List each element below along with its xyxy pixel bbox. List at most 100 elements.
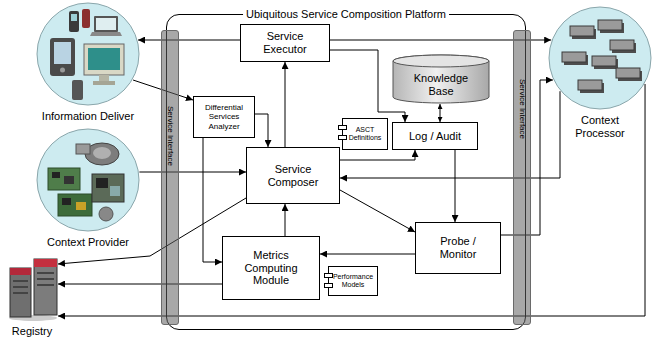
sensor-icon: [99, 207, 113, 221]
connector: [58, 84, 645, 316]
sensor-lens: [93, 147, 111, 159]
node-label: Information Deliver: [23, 110, 153, 123]
laptop-screen: [96, 18, 116, 30]
connector: [285, 62, 286, 147]
phone-screen: [71, 14, 77, 21]
connector: [340, 150, 415, 160]
illustration: [562, 20, 642, 93]
phone-icon: [72, 80, 83, 100]
node-label: Log / Audit: [409, 130, 461, 143]
circle-shape: [36, 2, 140, 106]
processor-chip: [598, 20, 622, 30]
laptop-base: [90, 32, 122, 36]
processor-chip: [592, 56, 616, 66]
chip-icon: [110, 186, 120, 196]
module-box: Service Composer: [246, 147, 340, 204]
server-tower: [34, 259, 57, 315]
connector: [285, 204, 286, 236]
connector: [455, 150, 456, 222]
illustration: [48, 143, 124, 221]
processor-chip: [562, 52, 586, 62]
drive-slot: [37, 272, 54, 274]
connector: [203, 138, 222, 262]
component-tab: [338, 135, 347, 140]
processor-chip: [616, 68, 640, 78]
node-label: Performance Models: [331, 273, 375, 289]
component-box: ASCT Definitions: [342, 118, 388, 150]
component-tab: [338, 125, 347, 130]
server-top: [10, 268, 31, 275]
monitor-stand: [99, 75, 109, 81]
component-tab: [324, 273, 333, 278]
node-label: Context Provider: [23, 236, 153, 249]
band-label: Service Interface: [165, 106, 175, 166]
circle-outline: [549, 7, 651, 109]
circle-outline: [37, 3, 139, 105]
monitor-screen: [88, 48, 120, 70]
node-label: Knowledge Base: [406, 72, 476, 97]
circuit-board: [92, 174, 124, 202]
module-box: Log / Audit: [392, 122, 478, 150]
pda-button: [60, 68, 65, 73]
drive-slot: [13, 292, 28, 294]
circle-outline: [37, 129, 139, 231]
interface-band: Service Interface: [161, 30, 179, 325]
node-label: Service Composer: [258, 163, 328, 188]
module-box: Service Executor: [240, 24, 330, 62]
chip-icon: [96, 178, 108, 188]
server-icon: Registry: [6, 256, 58, 322]
connector: [340, 190, 415, 232]
node-label: Service Executor: [254, 30, 316, 55]
chip-icon: [76, 202, 86, 210]
chip-icon: [62, 198, 71, 205]
database-cylinder: Knowledge Base: [392, 54, 490, 104]
interface-band: Service Interface: [513, 30, 531, 325]
drive-slot: [37, 284, 54, 286]
module-box: Metrics Computing Module: [222, 236, 320, 300]
illustration: [9, 259, 57, 321]
component-tab: [324, 283, 333, 288]
server-tower: [10, 268, 31, 317]
cylinder-top: [393, 55, 489, 67]
node-label: Registry: [4, 325, 60, 338]
platform-title: Ubiquitous Service Composition Platform: [243, 8, 449, 21]
pda-screen: [54, 42, 71, 64]
node-label: Probe / Monitor: [430, 235, 486, 260]
drive-slot: [13, 280, 28, 282]
drive-slot: [37, 278, 54, 280]
sensor-circle: Context Provider: [36, 128, 140, 232]
phone-icon: [82, 9, 90, 28]
module-box: Differential Services Analyzer: [193, 96, 255, 138]
connector: [255, 114, 268, 147]
node-label: Context Processor: [565, 114, 635, 140]
client-devices-circle: Information Deliver: [36, 2, 140, 106]
monitor-icon: [84, 44, 124, 75]
node-label: ASCT Definitions: [345, 126, 385, 142]
module-box: Probe / Monitor: [415, 222, 501, 274]
processor-chip: [578, 80, 602, 90]
connector: [440, 104, 441, 122]
connector: [320, 254, 415, 255]
server-top: [34, 259, 57, 267]
node-label: Differential Services Analyzer: [196, 103, 252, 131]
processor-circle: Context Processor: [548, 6, 652, 110]
icon-shape: [6, 256, 58, 322]
processor-chip: [610, 40, 634, 50]
connector: [138, 40, 240, 41]
chip-icon: [64, 176, 74, 184]
drive-slot: [13, 286, 28, 288]
circuit-board: [58, 194, 92, 216]
platform-frame: Ubiquitous Service Composition PlatformS…: [166, 14, 526, 330]
monitor-base: [93, 81, 115, 85]
connector: [139, 172, 246, 173]
connector: [58, 284, 222, 285]
circle-shape: [548, 6, 652, 110]
chip-icon: [52, 172, 60, 178]
node-label: Metrics Computing Module: [231, 249, 311, 287]
processor-chip: [570, 26, 594, 36]
pda-icon: [50, 38, 75, 76]
circuit-board: [48, 168, 80, 190]
illustration: [50, 9, 124, 100]
component-box: Performance Models: [328, 266, 378, 296]
